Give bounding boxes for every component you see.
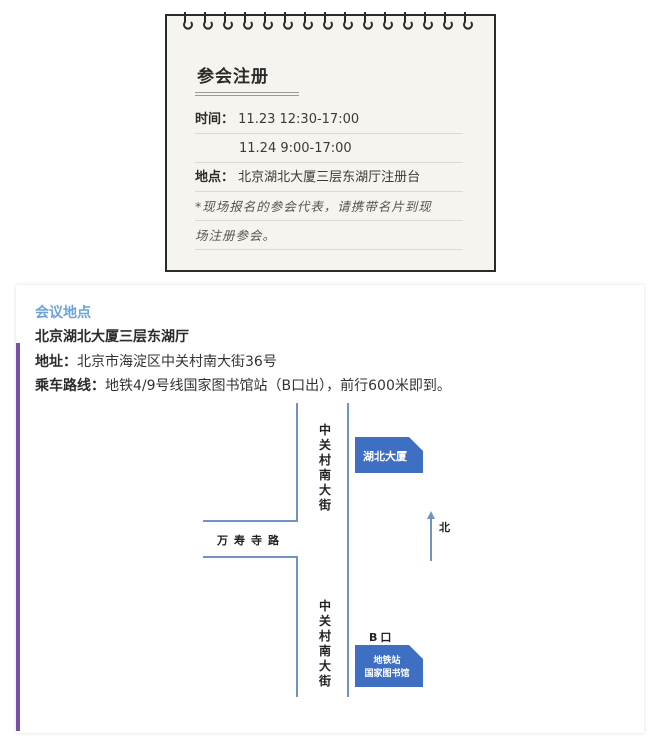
note-text-2: 场注册参会。 <box>195 228 277 243</box>
section-title: 会议地点 <box>35 305 91 321</box>
address-label: 地址： <box>35 354 77 370</box>
title-divider <box>195 92 299 93</box>
road-edge <box>203 403 298 522</box>
time-row-1: 时间： 11.23 12:30-17:00 <box>195 106 463 134</box>
registration-card: 参会注册 时间： 11.23 12:30-17:00 11.24 9:00-17… <box>165 12 496 272</box>
street-label-south: 中关村南大街 <box>318 599 331 688</box>
street-label-north: 中关村南大街 <box>318 423 331 512</box>
hubei-building-icon <box>355 437 423 473</box>
registration-title: 参会注册 <box>197 67 269 87</box>
location-map: 中关村南大街 中关村南大街 万寿寺路 湖北大厦 北 B口 地铁站 国家图书馆 <box>195 395 465 715</box>
note-row-2: 场注册参会。 <box>195 222 463 250</box>
address-value: 北京市海淀区中关村南大街36号 <box>77 354 277 370</box>
route-value: 地铁4/9号线国家图书馆站（B口出），前行600米即到。 <box>105 378 451 394</box>
place-value: 北京湖北大厦三层东湖厅注册台 <box>238 170 421 185</box>
road-edge <box>203 556 298 697</box>
time-row-2: 11.24 9:00-17:00 <box>195 135 463 163</box>
route-line: 乘车路线：地铁4/9号线国家图书馆站（B口出），前行600米即到。 <box>35 375 451 395</box>
cross-road-label: 万寿寺路 <box>217 534 285 547</box>
note-text-1: *现场报名的参会代表，请携带名片到现 <box>195 199 432 214</box>
station-label: 地铁站 国家图书馆 <box>355 655 419 681</box>
station-label-line2: 国家图书馆 <box>364 669 410 679</box>
station-label-line1: 地铁站 <box>373 656 401 666</box>
metro-station-icon <box>355 645 423 687</box>
venue-name: 北京湖北大厦三层东湖厅 <box>35 329 189 345</box>
accent-bar <box>16 343 20 731</box>
north-label: 北 <box>439 521 450 534</box>
time-value-2: 11.24 9:00-17:00 <box>239 141 352 156</box>
time-label: 时间： <box>195 112 235 127</box>
location-panel <box>16 285 644 733</box>
place-label: 地点： <box>195 170 235 185</box>
building-label: 湖北大厦 <box>363 450 407 463</box>
note-row-1: *现场报名的参会代表，请携带名片到现 <box>195 193 463 221</box>
route-label: 乘车路线： <box>35 378 105 394</box>
exit-label: B口 <box>369 631 395 644</box>
address-line: 地址：北京市海淀区中关村南大街36号 <box>35 351 277 371</box>
title-divider <box>195 95 299 96</box>
map-roads <box>203 403 435 697</box>
spiral-binding-icon <box>183 12 473 30</box>
place-row: 地点： 北京湖北大厦三层东湖厅注册台 <box>195 164 463 192</box>
north-arrowhead-icon <box>427 511 435 519</box>
time-value-1: 11.23 12:30-17:00 <box>238 112 360 127</box>
